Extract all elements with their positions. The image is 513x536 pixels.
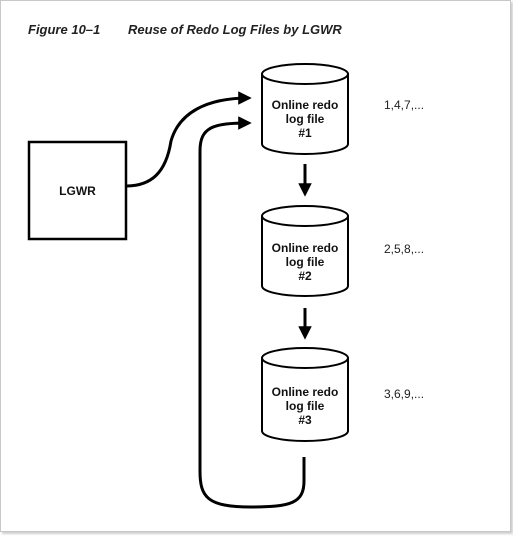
log-file-2-line-3: #2 [298, 269, 312, 283]
figure-caption: Reuse of Redo Log Files by LGWR [128, 22, 342, 37]
log-file-1-line-2: log file [286, 112, 325, 126]
log-file-3-sequence: 3,6,9,... [384, 387, 424, 401]
log-file-3-cylinder: Online redo log file #3 [261, 347, 349, 442]
log-file-2-line-2: log file [286, 255, 325, 269]
lgwr-to-log1-arrow [125, 91, 252, 188]
log-file-3-line-3: #3 [298, 413, 312, 427]
log-file-3-line-2: log file [286, 399, 325, 413]
log-file-2-line-1: Online redo [272, 241, 339, 255]
log-file-1-line-1: Online redo [272, 98, 339, 112]
figure-number: Figure 10–1 [28, 22, 100, 37]
log-file-2-cylinder: Online redo log file #2 [261, 205, 349, 297]
log-file-2-sequence: 2,5,8,... [384, 242, 424, 256]
log-file-3-line-1: Online redo [272, 385, 339, 399]
log-file-1-line-3: #1 [298, 126, 312, 140]
lgwr-box: LGWR [27, 140, 128, 241]
lgwr-label: LGWR [59, 184, 96, 198]
log-file-1-cylinder: Online redo log file #1 [261, 63, 349, 155]
log-file-1-sequence: 1,4,7,... [384, 98, 424, 112]
loop-back-arrow [198, 116, 306, 509]
